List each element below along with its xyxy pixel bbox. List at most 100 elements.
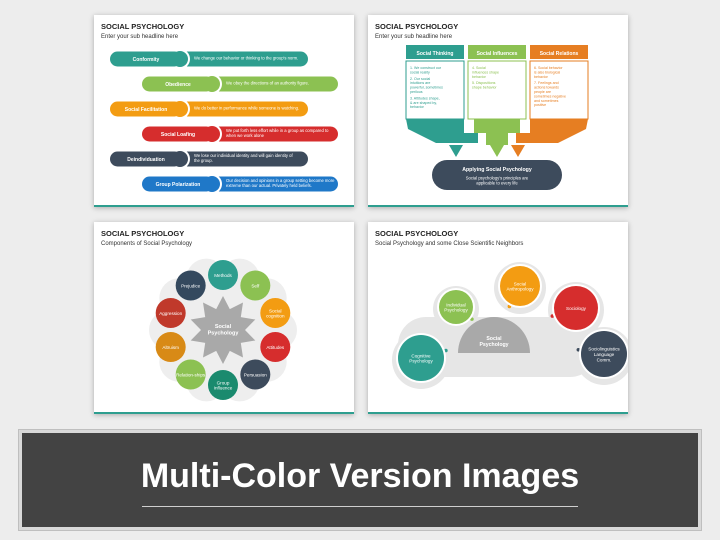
- component-node: Persuasion: [240, 359, 271, 390]
- column-point: 3. Attitudes shape,& are shaped by,behav…: [410, 96, 440, 109]
- column-header-box: [530, 45, 588, 59]
- version-banner: Multi-Color Version Images: [18, 429, 702, 531]
- row-label-pill: [110, 51, 182, 67]
- component-label: Prejudice: [181, 284, 201, 289]
- row-text: Our decision and opinions in a group set…: [226, 178, 335, 188]
- row-label-pill: [142, 176, 214, 192]
- component-node: Methods: [208, 260, 238, 290]
- row-label-pill: [142, 126, 214, 142]
- row-text: We do better in performance while someon…: [194, 106, 299, 111]
- row-text-bar: [178, 151, 308, 167]
- slide-title: SOCIAL PSYCHOLOGY: [375, 22, 459, 31]
- rows-diagram: We change our behavior or thinking to th…: [110, 49, 338, 194]
- row-text: We lose our individual identity and will…: [194, 153, 293, 163]
- slide-title: SOCIAL PSYCHOLOGY: [101, 22, 185, 31]
- component-circle: [155, 298, 186, 329]
- row-item: We lose our individual identity and will…: [110, 149, 308, 169]
- component-label: Persuasion: [244, 372, 267, 377]
- component-label: Aggression: [159, 311, 182, 316]
- row-item: We do better in performance while someon…: [110, 99, 308, 119]
- column-header: Social Thinking: [417, 51, 454, 57]
- component-node: Attitudes: [260, 331, 291, 362]
- row-label: Social Loafing: [161, 132, 195, 138]
- column-header: Social Influences: [477, 51, 518, 57]
- center-star: [190, 296, 256, 364]
- down-arrow: [449, 145, 463, 157]
- component-node: Altruism: [155, 331, 186, 362]
- component-label: Attitudes: [266, 345, 285, 350]
- column-header-box: [406, 45, 464, 59]
- component-label: Self: [251, 284, 260, 289]
- slide-thumbnail-components[interactable]: SOCIAL PSYCHOLOGY Components of Social P…: [94, 222, 354, 414]
- component-circle: [260, 298, 291, 329]
- component-circle: [155, 331, 186, 362]
- component-circle: [208, 260, 238, 290]
- neighbor-circle: [581, 331, 627, 377]
- column-header: Social Relations: [540, 51, 579, 57]
- row-item: We obey the directions of an authority f…: [142, 74, 338, 94]
- row-item: We put forth less effort while in a grou…: [142, 124, 338, 144]
- component-node: Aggression: [155, 298, 186, 329]
- neighbor-label: Sociology: [566, 306, 587, 311]
- row-label: Social Facilitation: [125, 107, 168, 113]
- component-circle: [208, 370, 238, 400]
- column-arrow: [516, 119, 588, 143]
- row-label-pill: [142, 76, 214, 92]
- component-label: Methods: [214, 273, 232, 278]
- slide-thumbnail-neighbors[interactable]: SOCIAL PSYCHOLOGY Social Psychology and …: [368, 222, 628, 414]
- component-circle: [240, 270, 271, 301]
- slide-thumbnail-rows[interactable]: SOCIAL PSYCHOLOGY Enter your sub headlin…: [94, 15, 354, 207]
- component-label: Relation-ships: [176, 372, 206, 377]
- row-label: Obedience: [165, 82, 191, 88]
- row-text-bar: [178, 101, 308, 117]
- slide-subtitle: Components of Social Psychology: [101, 241, 193, 247]
- component-node: Relation-ships: [175, 359, 206, 390]
- row-item: We change our behavior or thinking to th…: [110, 49, 308, 69]
- slide-title: SOCIAL PSYCHOLOGY: [375, 229, 459, 238]
- banner-divider: [142, 506, 578, 507]
- row-text-bar: [210, 76, 338, 92]
- component-circle: [175, 359, 206, 390]
- column-body: [529, 60, 589, 120]
- column-body: [405, 60, 465, 120]
- component-node: Prejudice: [175, 270, 206, 301]
- slide-subtitle: Enter your sub headline here: [375, 34, 453, 40]
- neighbor-circle: [439, 290, 473, 324]
- slide-thumbnail-columns[interactable]: SOCIAL PSYCHOLOGY Enter your sub headlin…: [368, 15, 628, 207]
- row-text: We obey the directions of an authority f…: [226, 81, 309, 86]
- row-label: Group Polarization: [156, 182, 201, 188]
- component-circle: [260, 331, 291, 362]
- component-node: Self: [240, 270, 271, 301]
- neighbor-node: Sociology: [550, 284, 600, 332]
- component-circle: [175, 270, 206, 301]
- row-item: Our decision and opinions in a group set…: [142, 174, 338, 194]
- row-label-pill: [110, 151, 182, 167]
- center-dome: [458, 317, 530, 353]
- neighbor-circle: [500, 266, 540, 306]
- column-body: [467, 60, 527, 120]
- row-label: Conformity: [133, 57, 160, 63]
